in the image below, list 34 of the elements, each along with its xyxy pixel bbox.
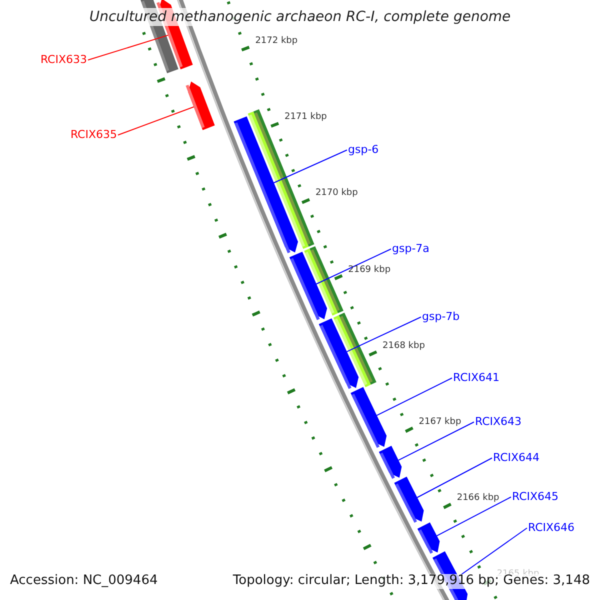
tick-label: 2171 kbp <box>284 112 327 123</box>
gene-label: gsp-7b <box>422 310 460 324</box>
leader-line <box>88 34 169 60</box>
gene-feature <box>289 252 328 320</box>
gene-label: gsp-7a <box>392 242 430 256</box>
tick-label: 2167 kbp <box>418 416 462 428</box>
gene-feature <box>186 82 215 130</box>
gene-feature <box>378 446 402 479</box>
leader-line <box>316 248 392 284</box>
gene-label: RCIX644 <box>493 452 540 464</box>
gene-label: RCIX641 <box>453 372 500 384</box>
leader-line <box>398 422 474 461</box>
gene-feature <box>417 522 440 554</box>
leader-line <box>118 106 194 136</box>
gene-label: RCIX633 <box>40 54 87 66</box>
leader-line <box>346 316 422 352</box>
gene-label: RCIX643 <box>475 416 522 428</box>
gene-feature <box>318 318 359 389</box>
leader-line <box>272 150 348 184</box>
tick-label: 2168 kbp <box>382 340 425 352</box>
footer-text: Accession: NC_009464 <box>9 574 159 589</box>
tick-label: 2166 kbp <box>456 493 500 504</box>
gene-label: RCIX645 <box>512 490 559 504</box>
gene-label: RCIX635 <box>70 128 117 142</box>
leader-line <box>376 378 452 416</box>
gene-feature <box>350 387 387 448</box>
tick-label: 2172 kbp <box>255 36 298 47</box>
tick-label: 2169 kbp <box>348 264 391 275</box>
gene-label: gsp-6 <box>348 144 379 156</box>
leader-line <box>436 496 512 536</box>
leader-line <box>416 458 492 498</box>
gene-label: RCIX646 <box>528 522 575 534</box>
gene-feature <box>394 476 424 523</box>
tick-label: 2170 kbp <box>315 188 358 199</box>
